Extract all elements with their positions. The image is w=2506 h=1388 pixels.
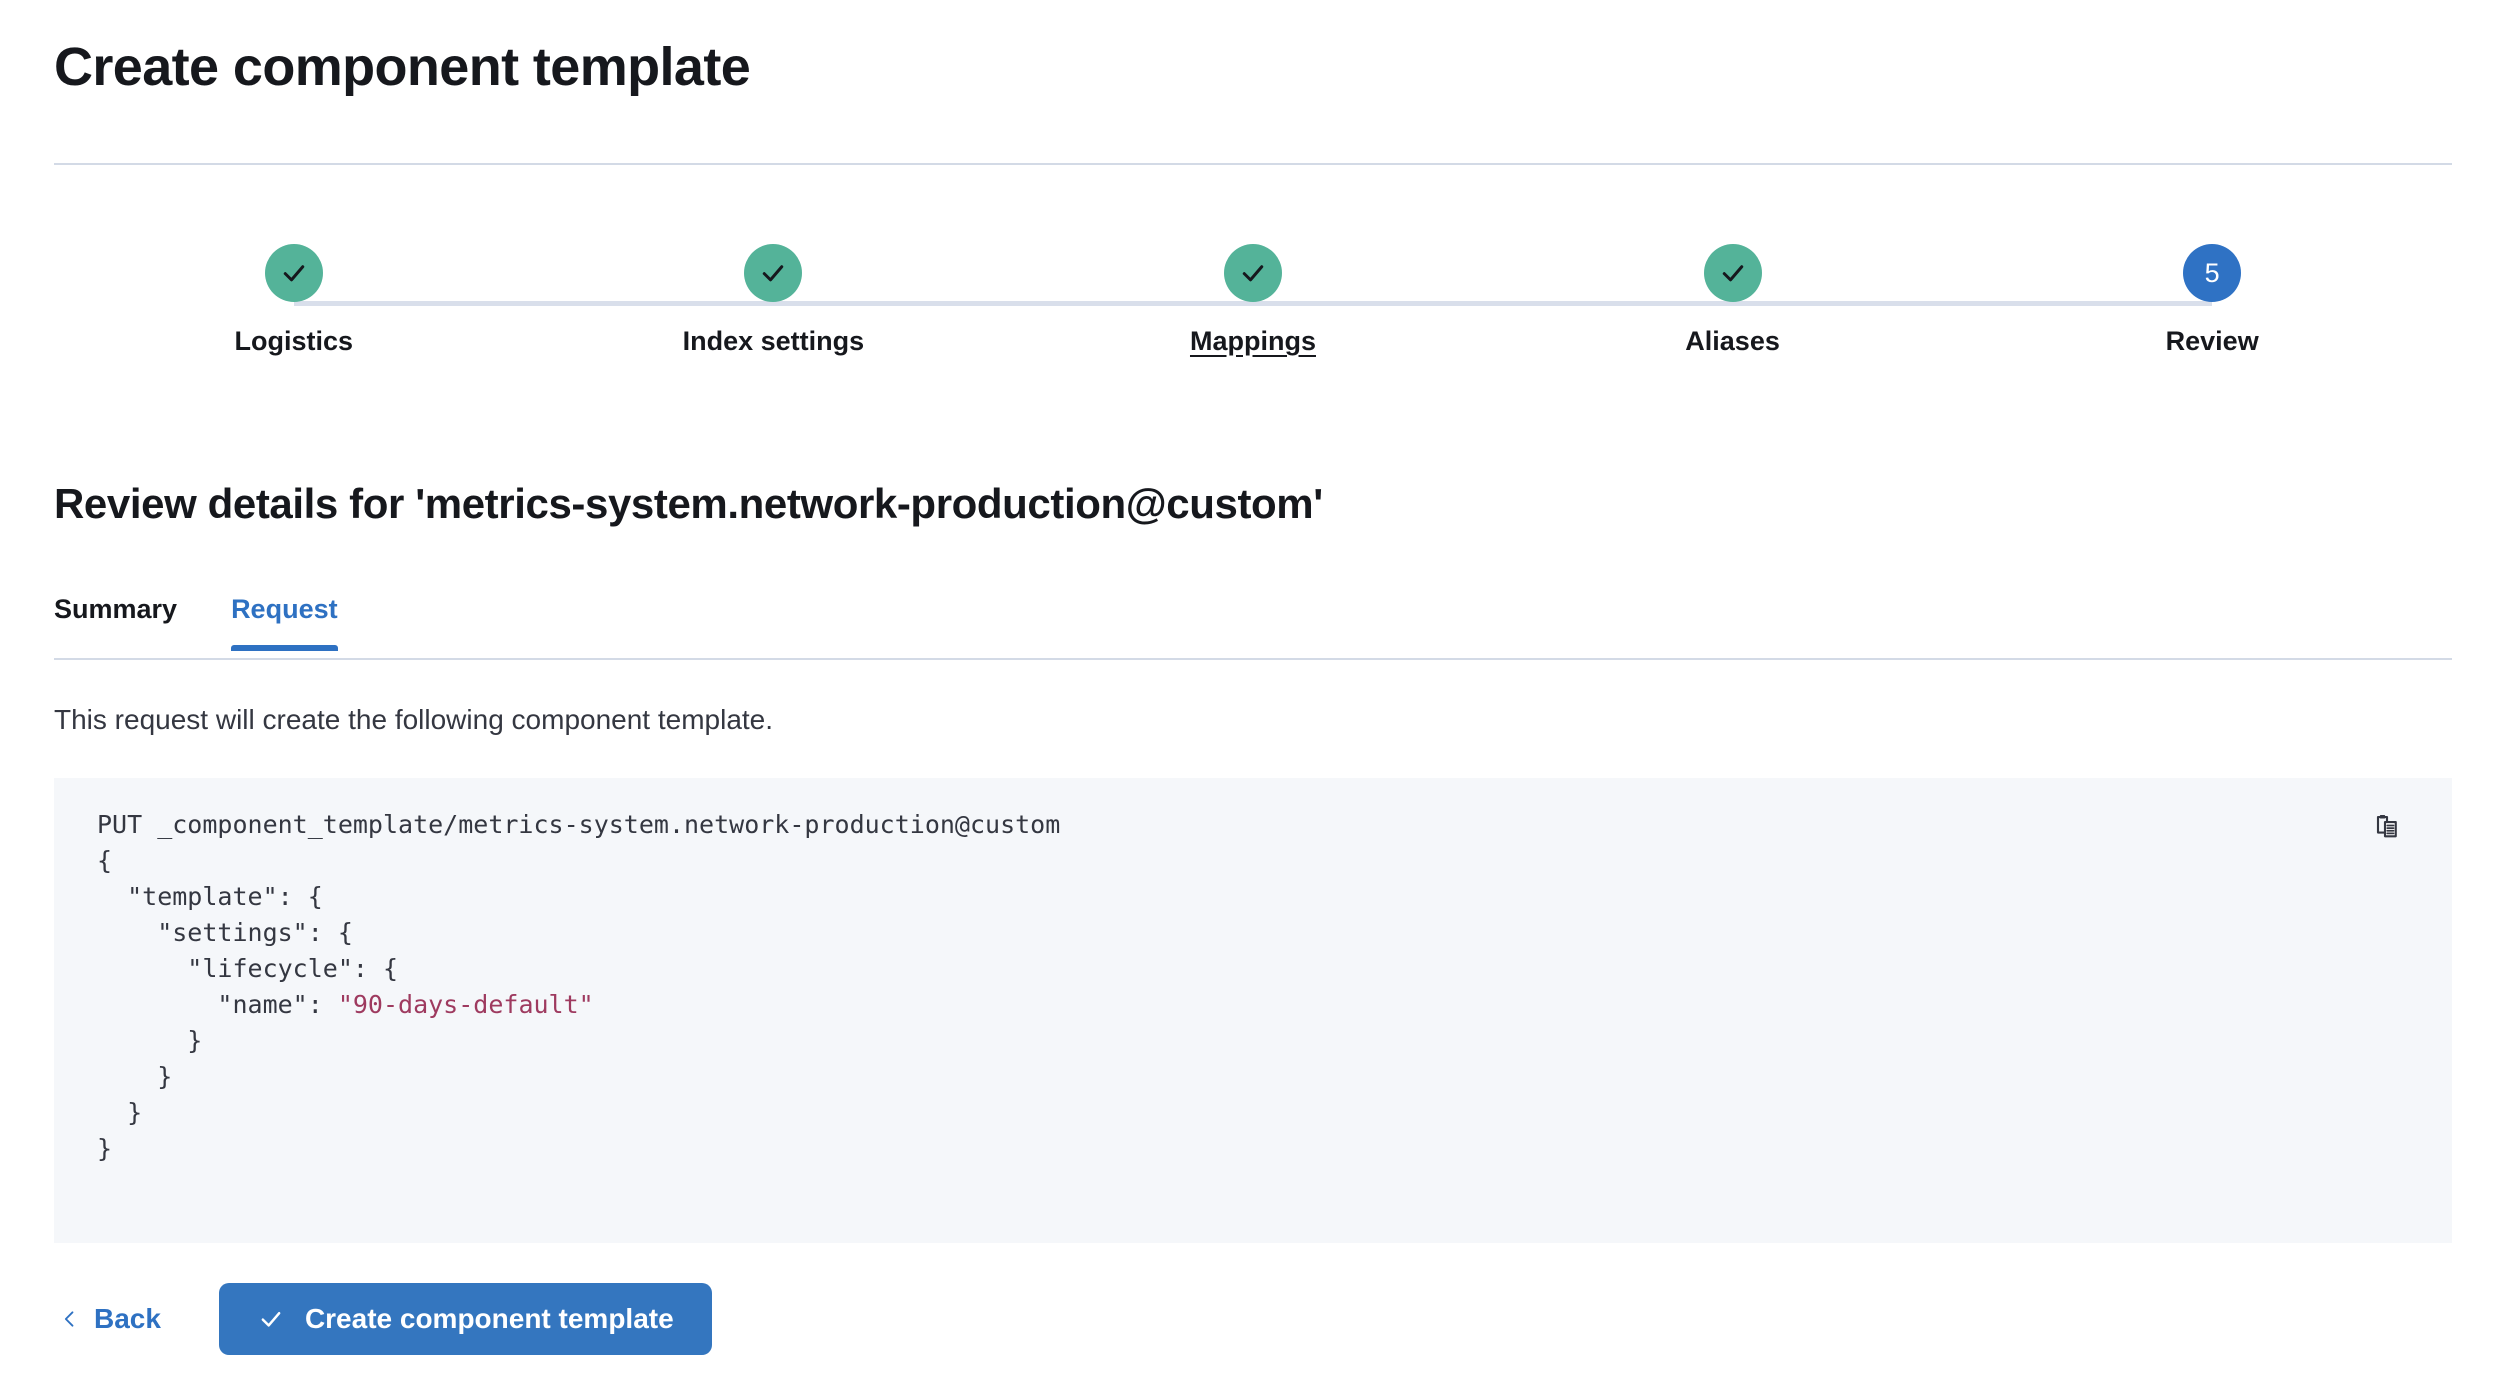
check-icon [763,265,784,282]
stepper-label-review[interactable]: Review [2165,326,2259,356]
step-status-indicator-index-settings[interactable] [744,244,803,302]
step-status-indicator-mappings[interactable] [1223,244,1282,302]
check-icon [1242,265,1264,282]
copy-to-clipboard-icon [2376,815,2397,838]
request-code-block: PUT _component_template/metrics-system.n… [97,810,1061,1163]
check-icon [283,265,305,282]
header-divider [54,163,2452,165]
request-code-panel: PUT _component_template/metrics-system.n… [54,778,2452,1243]
wizard-stepper: Logistics Index settings Mappings [54,244,2452,400]
page-title: Create component template [54,37,751,97]
stepper-label-aliases[interactable]: Aliases [1685,326,1780,356]
review-heading: Review details for 'metrics-system.netwo… [54,480,1323,527]
stepper-step-logistics[interactable]: Logistics [54,227,534,355]
step-status-indicator-review[interactable]: 5 [2183,244,2242,302]
stepper-step-review[interactable]: 5 Review [1972,227,2452,355]
step-status-indicator-logistics[interactable] [264,244,323,302]
stepper-step-aliases[interactable]: Aliases [1493,227,1973,355]
stepper-track: Logistics Index settings Mappings [54,244,2452,355]
review-tabs: Summary Request [54,592,2452,660]
stepper-connector-line [293,301,2213,306]
check-icon [1722,265,1743,282]
stepper-step-mappings[interactable]: Mappings [1013,227,1493,355]
create-component-template-button[interactable]: Create component template [218,1283,712,1355]
step-status-indicator-aliases[interactable] [1703,244,1762,302]
tab-summary[interactable]: Summary [54,592,177,649]
step-number-review: 5 [2204,257,2220,288]
stepper-label-logistics[interactable]: Logistics [234,326,354,356]
wizard-actions: Back Create component template [54,1283,712,1355]
request-description: This request will create the following c… [54,704,774,735]
stepper-label-index-settings[interactable]: Index settings [682,326,865,356]
back-button-label: Back [94,1303,161,1334]
tab-request[interactable]: Request [231,592,338,651]
check-icon [261,1311,281,1327]
copy-to-clipboard-button[interactable] [2366,806,2410,850]
stepper-step-index-settings[interactable]: Index settings [534,227,1014,355]
back-button[interactable]: Back [54,1305,167,1333]
chevron-left-icon [64,1311,74,1327]
stepper-label-mappings[interactable]: Mappings [1189,326,1316,356]
create-component-template-label: Create component template [304,1303,674,1334]
